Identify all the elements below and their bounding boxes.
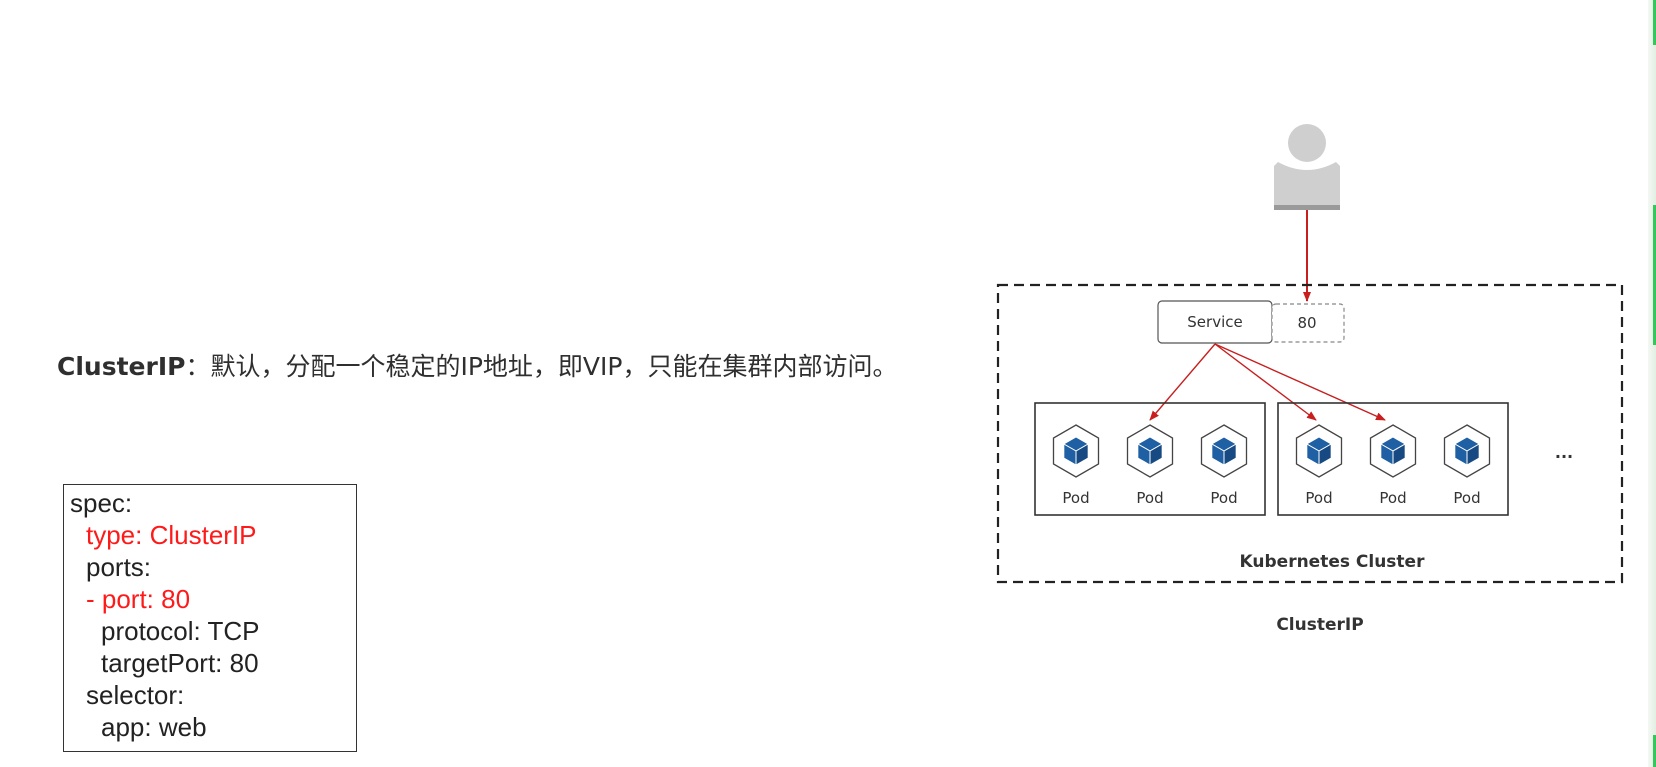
service-label: Service [1187, 313, 1242, 331]
headline-separator: ： [185, 352, 211, 381]
port-label: 80 [1297, 314, 1316, 332]
user-icon [1274, 124, 1340, 210]
code-line: selector: [86, 680, 185, 710]
node-group-box [1277, 402, 1509, 516]
pod: Pod [1369, 424, 1417, 507]
pods-layer: Pod Pod Pod Pod Pod Pod [1052, 424, 1491, 507]
cube-icon [1443, 424, 1491, 478]
edge-accent-middle [1653, 205, 1656, 345]
pod-label: Pod [1062, 489, 1089, 507]
diagram-caption: ClusterIP [1276, 615, 1363, 635]
code-line: ports: [86, 552, 152, 582]
pod-label: Pod [1210, 489, 1237, 507]
code-line: protocol: TCP [101, 616, 260, 646]
code-line: spec: [70, 488, 133, 518]
pod: Pod [1295, 424, 1343, 507]
code-line: - port: 80 [86, 584, 191, 614]
service-to-pod-arrow [1214, 343, 1386, 421]
headline-term: ClusterIP [57, 352, 186, 381]
port-box: 80 [1271, 303, 1345, 343]
cube-icon [1369, 424, 1417, 478]
window-edge [1648, 0, 1656, 767]
pod: Pod [1443, 424, 1491, 507]
cube-icon [1295, 424, 1343, 478]
pod: Pod [1126, 424, 1174, 507]
edge-accent-top [1653, 0, 1656, 45]
pod-label: Pod [1305, 489, 1332, 507]
code-line: app: web [101, 712, 207, 742]
service-box: Service [1157, 300, 1273, 344]
service-to-pod-arrow [1149, 343, 1216, 421]
cube-icon [1052, 424, 1100, 478]
pod: Pod [1052, 424, 1100, 507]
pod: Pod [1200, 424, 1248, 507]
cube-icon [1126, 424, 1174, 478]
headline: ClusterIP：默认，分配一个稳定的IP地址，即VIP，只能在集群内部访问。 [57, 348, 898, 386]
pod-label: Pod [1136, 489, 1163, 507]
cluster-label: Kubernetes Cluster [1240, 552, 1426, 572]
pod-label: Pod [1453, 489, 1480, 507]
edge-accent-bottom [1653, 735, 1656, 767]
headline-description: 默认，分配一个稳定的IP地址，即VIP，只能在集群内部访问。 [210, 352, 898, 381]
node-group-box [1034, 402, 1266, 516]
code-line: targetPort: 80 [101, 648, 259, 678]
pod-label: Pod [1379, 489, 1406, 507]
code-line: type: ClusterIP [86, 520, 257, 550]
service-to-pod-arrow [1214, 343, 1317, 421]
cluster-boundary [996, 283, 1624, 584]
cube-icon [1200, 424, 1248, 478]
more-pods-label: ... [1555, 443, 1573, 462]
